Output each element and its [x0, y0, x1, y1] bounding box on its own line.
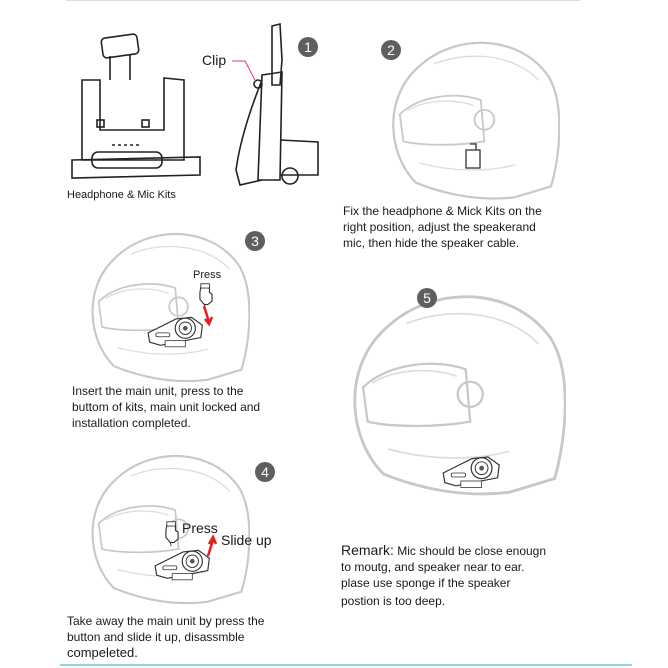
step-badge-3: 3: [245, 231, 265, 251]
text-line: Take away the main unit by press the: [67, 614, 265, 628]
down-arrow-icon: [202, 305, 214, 327]
remark-label: Remark:: [341, 542, 394, 558]
clip-leader-line: [232, 60, 257, 83]
kit-on-helmet-step2: [465, 143, 481, 169]
main-unit-step5: [442, 456, 500, 489]
text-line: installation completed.: [72, 416, 191, 430]
step1-caption: Headphone & Mic Kits: [67, 189, 176, 201]
text-line: right position, adjust the speakerand: [343, 220, 536, 234]
kit-front-illustration: [71, 33, 201, 179]
main-unit-step4: [154, 549, 211, 581]
clip-label: Clip: [202, 52, 227, 68]
text-line: Mic should be close enougn: [397, 544, 547, 558]
kit-side-illustration: [235, 22, 319, 186]
text-line: mic, then hide the speaker cable.: [343, 236, 520, 250]
top-rule: [66, 0, 580, 1]
text-line: plase use sponge if the speaker: [341, 576, 511, 590]
text-line: button and slide it up, disassmble: [67, 630, 245, 644]
main-unit-step3: [147, 316, 204, 348]
step-badge-5: 5: [417, 288, 437, 308]
text-line: buttom of kits, main unit locked and: [72, 400, 261, 414]
text-line: compeleted.: [67, 645, 138, 660]
step4-description: Take away the main unit by press the but…: [67, 613, 264, 661]
helmet-step3: [91, 232, 250, 383]
step-badge-4: 4: [255, 462, 275, 482]
helmet-step2: [392, 41, 560, 200]
up-arrow-icon: [206, 534, 218, 557]
press-hand-icon-step3: [199, 283, 213, 308]
bottom-rule: [60, 664, 632, 666]
text-line: Insert the main unit, press to the: [72, 384, 244, 398]
text-line: Fix the headphone & Mick Kits on the: [343, 204, 542, 218]
step2-description: Fix the headphone & Mick Kits on the rig…: [343, 203, 542, 251]
step-badge-2: 2: [381, 40, 401, 60]
text-line: to moutg, and speaker near to ear.: [341, 560, 525, 574]
step-badge-1: 1: [298, 37, 318, 57]
step3-description: Insert the main unit, press to the butto…: [72, 383, 260, 431]
press-label-step4: Press: [182, 520, 218, 536]
slide-up-label: Slide up: [221, 532, 272, 548]
text-line: postion is too deep.: [341, 594, 446, 608]
remark-note: Remark: Mic should be close enougn to mo…: [341, 542, 546, 609]
press-label-step3: Press: [193, 269, 222, 281]
